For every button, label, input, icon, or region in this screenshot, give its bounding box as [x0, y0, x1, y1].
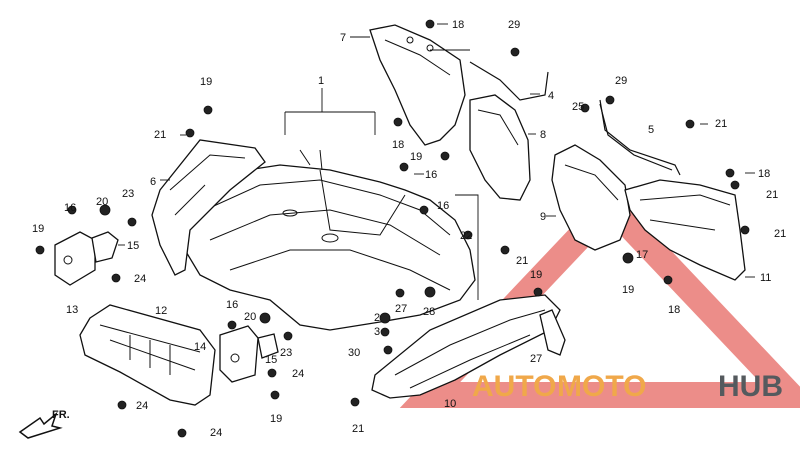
- upper-side-panel: [369, 24, 466, 146]
- part-label-22: 22: [460, 230, 472, 242]
- left-side-panel: [151, 139, 266, 276]
- part-label-19c: 19: [32, 223, 44, 235]
- part-label-24b: 24: [292, 368, 304, 380]
- callout-bracket-1: [284, 88, 479, 300]
- part-label-20b: 20: [244, 311, 256, 323]
- part-label-19e: 19: [622, 284, 634, 296]
- right-inner-panel: [551, 144, 631, 251]
- part-label-19a: 19: [200, 76, 212, 88]
- part-label-16b: 16: [425, 169, 437, 181]
- part-label-13: 13: [66, 304, 78, 316]
- part-label-9: 9: [540, 211, 546, 223]
- part-label-5: 5: [648, 124, 654, 136]
- part-label-21c: 21: [766, 189, 778, 201]
- part-label-18a: 18: [452, 19, 464, 31]
- lower-tray: [79, 304, 216, 406]
- part-label-16d: 16: [226, 299, 238, 311]
- part-label-27a: 27: [395, 303, 407, 315]
- part-label-29b: 29: [615, 75, 627, 87]
- lower-bracket: [219, 325, 279, 383]
- part-label-29a: 29: [508, 19, 520, 31]
- part-label-28: 28: [423, 306, 435, 318]
- part-label-17: 17: [636, 249, 648, 261]
- fender-strip: [539, 309, 566, 356]
- right-fender-section: [371, 294, 561, 399]
- part-label-24a: 24: [134, 273, 146, 285]
- part-label-1: 1: [318, 75, 324, 87]
- part-label-2: 2: [374, 312, 380, 324]
- part-label-8: 8: [540, 129, 546, 141]
- watermark-moto: MOTO: [557, 370, 646, 403]
- part-label-7: 7: [340, 32, 346, 44]
- center-side-panel: [469, 94, 531, 201]
- part-label-19f: 19: [270, 413, 282, 425]
- part-label-12: 12: [155, 305, 167, 317]
- part-labels: 1 2 3 4 5 6 7 8 9 10 11 12 13 14 15 15 1…: [32, 19, 786, 439]
- part-label-18c: 18: [758, 168, 770, 180]
- part-label-23a: 23: [122, 188, 134, 200]
- part-label-23b: 23: [280, 347, 292, 359]
- part-label-3: 3: [374, 326, 380, 338]
- front-arrow-icon: FR.: [18, 409, 70, 439]
- part-label-11: 11: [760, 272, 771, 284]
- part-label-6: 6: [150, 176, 156, 188]
- part-label-20a: 20: [96, 196, 108, 208]
- part-label-19b: 19: [410, 151, 422, 163]
- part-label-21a: 21: [154, 129, 166, 141]
- part-label-24d: 24: [210, 427, 222, 439]
- part-label-4: 4: [548, 90, 554, 102]
- part-label-16a: 16: [64, 202, 76, 214]
- part-label-16c: 16: [437, 200, 449, 212]
- front-arrow-label: FR.: [52, 409, 70, 421]
- watermark-auto: AUTO: [472, 370, 556, 403]
- part-label-30: 30: [348, 347, 360, 359]
- leader-lines: [118, 23, 755, 278]
- part-label-10: 10: [444, 398, 456, 410]
- part-label-18b: 18: [392, 139, 404, 151]
- part-label-18d: 18: [668, 304, 680, 316]
- part-label-15a: 15: [127, 240, 139, 252]
- watermark-hub: HUB: [718, 370, 783, 403]
- part-label-21e: 21: [516, 255, 528, 267]
- part-label-24c: 24: [136, 400, 148, 412]
- part-label-25: 25: [572, 101, 584, 113]
- part-label-19d: 19: [530, 269, 542, 281]
- cables: [469, 61, 681, 176]
- part-label-14: 14: [194, 341, 206, 353]
- part-label-15b: 15: [265, 354, 277, 366]
- part-label-21d: 21: [774, 228, 786, 240]
- part-label-21b: 21: [715, 118, 727, 130]
- part-label-27b: 27: [530, 353, 542, 365]
- watermark-text: AUTO MOTO HUB: [472, 370, 783, 403]
- part-label-21f: 21: [352, 423, 364, 435]
- left-bracket-assembly: [54, 231, 119, 286]
- right-outer-panel: [624, 179, 746, 281]
- bolts: [35, 19, 750, 438]
